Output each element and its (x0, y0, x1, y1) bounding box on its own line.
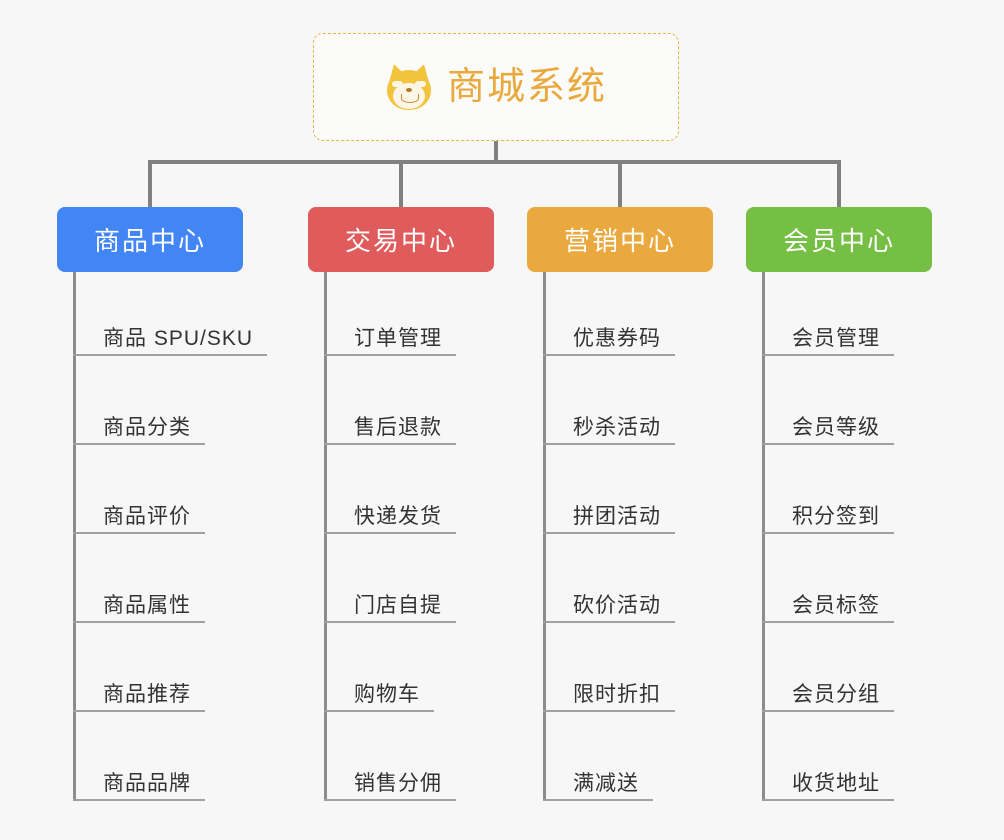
leaf-item[interactable]: 购物车 (324, 666, 434, 712)
leaf-item-label: 快递发货 (354, 504, 442, 528)
leaf-item[interactable]: 商品评价 (73, 488, 205, 534)
root-node[interactable]: 商城系统 (313, 33, 679, 141)
leaf-item[interactable]: 商品 SPU/SKU (73, 310, 268, 356)
category-trunk-1 (73, 272, 76, 801)
leaf-item-label: 会员等级 (792, 415, 880, 439)
leaf-item[interactable]: 售后退款 (324, 399, 456, 445)
leaf-item[interactable]: 销售分佣 (324, 755, 456, 801)
leaf-item-label: 限时折扣 (573, 682, 661, 706)
leaf-item-label: 商品属性 (103, 593, 191, 617)
category-header-1[interactable]: 商品中心 (57, 207, 243, 272)
leaf-item[interactable]: 会员标签 (762, 577, 894, 623)
leaf-item-label: 满减送 (573, 771, 639, 795)
leaf-item[interactable]: 会员管理 (762, 310, 894, 356)
leaf-item[interactable]: 优惠券码 (543, 310, 675, 356)
shiba-inu-dog-icon (385, 61, 433, 110)
category-header-label: 商品中心 (93, 226, 206, 256)
leaf-item-label: 订单管理 (354, 326, 442, 350)
connector-drop-3 (618, 160, 622, 207)
leaf-item[interactable]: 满减送 (543, 755, 653, 801)
leaf-item[interactable]: 订单管理 (324, 310, 456, 356)
root-title: 商城系统 (446, 66, 607, 108)
leaf-item[interactable]: 秒杀活动 (543, 399, 675, 445)
connector-drop-2 (399, 160, 403, 207)
leaf-item[interactable]: 商品属性 (73, 577, 205, 623)
category-header-label: 会员中心 (782, 226, 895, 256)
leaf-item-label: 商品分类 (103, 415, 191, 439)
leaf-item[interactable]: 快递发货 (324, 488, 456, 534)
leaf-item-label: 商品推荐 (103, 682, 191, 706)
leaf-item[interactable]: 商品分类 (73, 399, 205, 445)
leaf-item-label: 销售分佣 (354, 771, 442, 795)
leaf-item-label: 购物车 (354, 682, 420, 706)
leaf-item[interactable]: 拼团活动 (543, 488, 675, 534)
leaf-item[interactable]: 会员分组 (762, 666, 894, 712)
category-header-2[interactable]: 交易中心 (308, 207, 494, 272)
leaf-item-label: 会员分组 (792, 682, 880, 706)
leaf-item-label: 优惠券码 (573, 326, 661, 350)
connector-drop-4 (837, 160, 841, 207)
category-trunk-3 (543, 272, 546, 801)
category-header-3[interactable]: 营销中心 (527, 207, 713, 272)
category-header-4[interactable]: 会员中心 (746, 207, 932, 272)
leaf-item-label: 会员标签 (792, 593, 880, 617)
leaf-item-label: 商品评价 (103, 504, 191, 528)
leaf-item-label: 售后退款 (354, 415, 442, 439)
leaf-item[interactable]: 会员等级 (762, 399, 894, 445)
leaf-item[interactable]: 收货地址 (762, 755, 894, 801)
leaf-item[interactable]: 砍价活动 (543, 577, 675, 623)
leaf-item[interactable]: 限时折扣 (543, 666, 675, 712)
leaf-item[interactable]: 门店自提 (324, 577, 456, 623)
category-trunk-4 (762, 272, 765, 801)
leaf-item[interactable]: 商品品牌 (73, 755, 205, 801)
leaf-item-label: 商品品牌 (103, 771, 191, 795)
category-header-label: 营销中心 (563, 226, 676, 256)
category-bus-line (150, 160, 838, 164)
leaf-item-label: 会员管理 (792, 326, 880, 350)
category-header-label: 交易中心 (344, 226, 457, 256)
leaf-item-label: 拼团活动 (573, 504, 661, 528)
leaf-item-label: 收货地址 (792, 771, 880, 795)
leaf-item-label: 秒杀活动 (573, 415, 661, 439)
leaf-item-label: 砍价活动 (573, 593, 661, 617)
connector-drop-1 (148, 160, 152, 207)
leaf-item[interactable]: 积分签到 (762, 488, 894, 534)
root-stem-line (494, 141, 498, 163)
leaf-item[interactable]: 商品推荐 (73, 666, 205, 712)
leaf-item-label: 门店自提 (354, 593, 442, 617)
category-trunk-2 (324, 272, 327, 801)
leaf-item-label: 商品 SPU/SKU (103, 326, 254, 350)
leaf-item-label: 积分签到 (792, 504, 880, 528)
